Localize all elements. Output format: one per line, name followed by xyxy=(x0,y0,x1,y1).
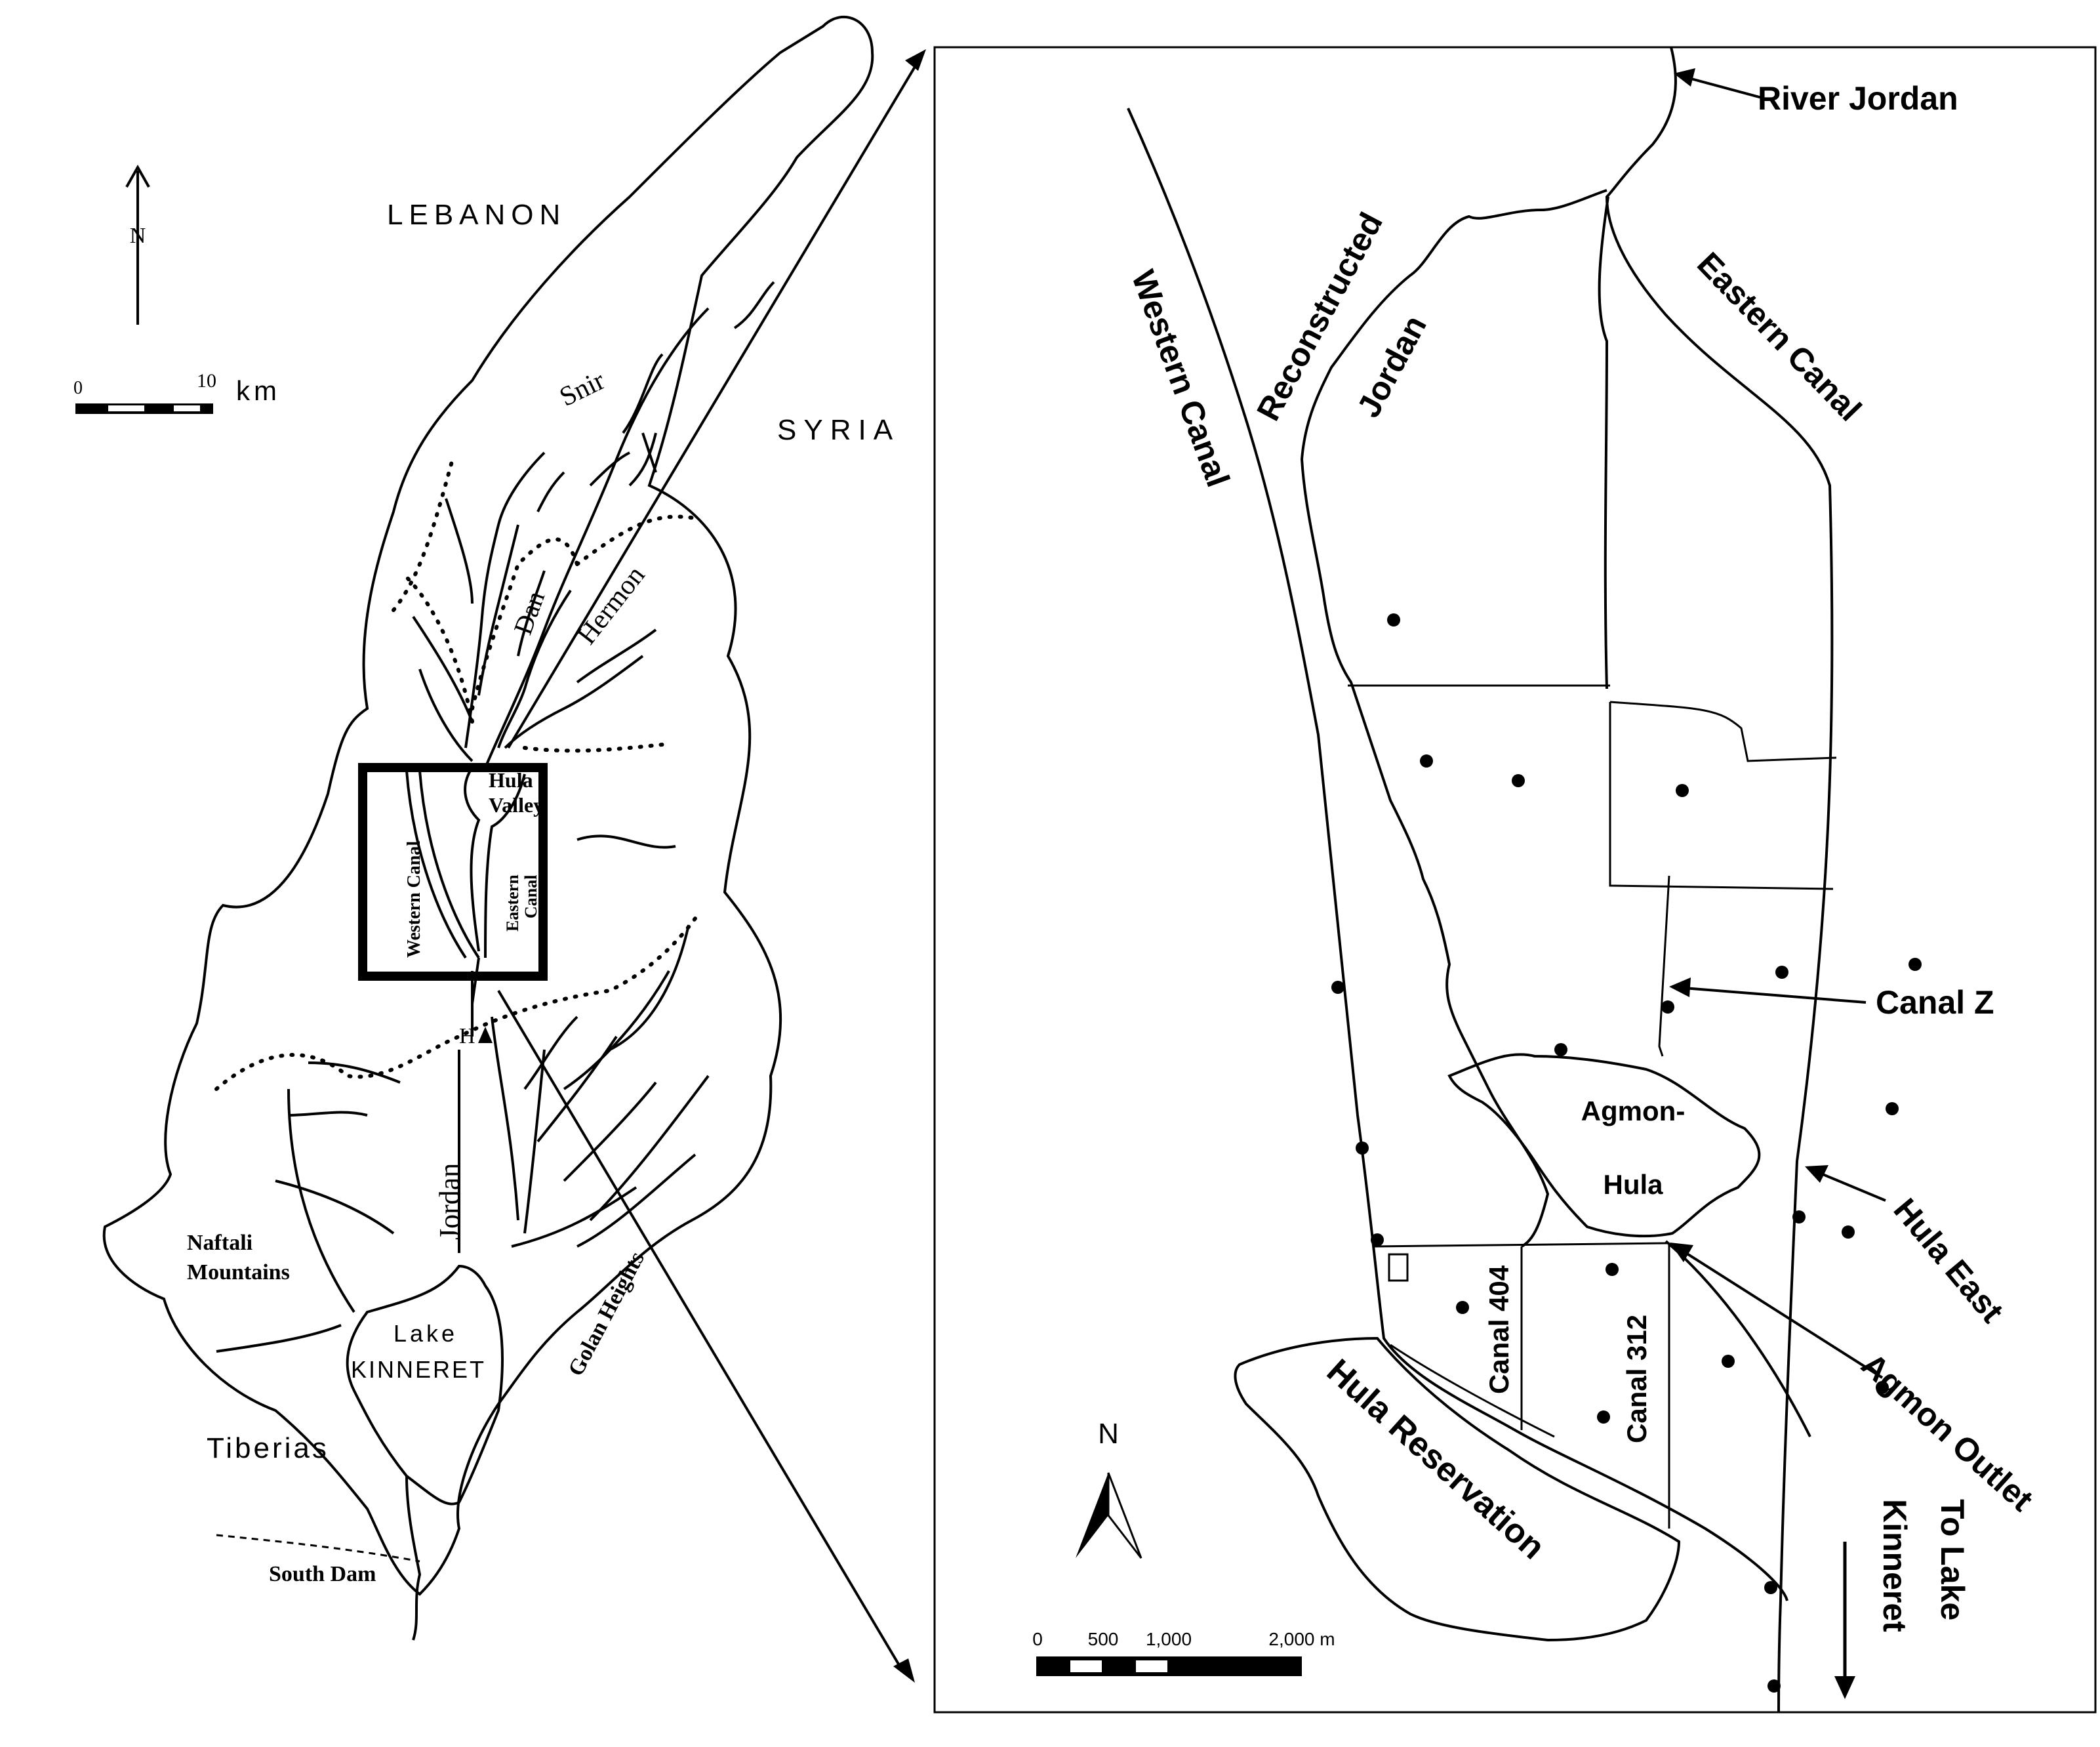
label-western-canal-overview: Western Canal xyxy=(404,841,424,958)
detail-scale-bar xyxy=(1036,1656,1302,1676)
detail-north-label: N xyxy=(1098,1418,1119,1450)
label-lebanon: LEBANON xyxy=(387,199,566,231)
label-lake: Lake xyxy=(394,1320,458,1347)
label-eastern-canal: Eastern Canal xyxy=(1690,245,1868,428)
detail-map-frame xyxy=(933,46,2097,1714)
detail-scale-1000: 1,000 xyxy=(1146,1629,1192,1649)
reconstructed-jordan-channel xyxy=(1300,189,1607,1248)
label-agmon-1: Agmon- xyxy=(1581,1096,1686,1126)
overview-scale-end: 10 xyxy=(197,370,216,392)
label-eastern-canal-2: Canal xyxy=(521,875,540,918)
overview-scale-bar xyxy=(75,403,213,414)
label-western-canal: Western Canal xyxy=(1125,266,1237,492)
gauge-label: H xyxy=(459,1024,475,1048)
detail-scale-500: 500 xyxy=(1088,1629,1119,1649)
callout-arrows xyxy=(1669,68,1886,1699)
label-hula-valley-2: Valley xyxy=(489,793,544,817)
overview-scale-unit: km xyxy=(236,375,281,406)
label-river-jordan: River Jordan xyxy=(1758,80,1958,117)
western-canal-line xyxy=(1127,108,1788,1601)
detail-scale-2000: 2,000 m xyxy=(1268,1629,1335,1649)
agmon-lake-shape xyxy=(1447,1053,1761,1238)
jordan-river-lower xyxy=(405,1475,422,1641)
watershed-boundary xyxy=(102,15,874,1596)
label-tiberias: Tiberias xyxy=(207,1432,329,1464)
south-dam-line xyxy=(216,1534,420,1563)
lake-kinneret-shape xyxy=(346,1264,504,1506)
label-eastern-canal-1: Eastern xyxy=(503,874,522,932)
detail-map: N 0 500 1,000 2,000 m River Jordan Recon… xyxy=(933,46,2097,1714)
station-box-icon xyxy=(1388,1253,1409,1282)
detail-scale-0: 0 xyxy=(1032,1629,1043,1649)
overview-north-label: N xyxy=(130,224,146,248)
label-to-lake: To Lake xyxy=(1934,1499,1971,1620)
hula-canals xyxy=(405,766,526,1004)
label-naftali-1: Naftali xyxy=(187,1231,252,1255)
detail-north-arrow-icon xyxy=(1076,1472,1142,1559)
label-naftali-2: Mountains xyxy=(187,1260,290,1285)
label-kinneret-detail: Kinneret xyxy=(1876,1499,1913,1632)
river-jordan-channel xyxy=(1605,47,1834,1713)
canal-z-line xyxy=(1598,196,1609,689)
canal-grid-south xyxy=(1373,1242,1670,1529)
stream-network xyxy=(216,281,775,1353)
label-canal-404: Canal 404 xyxy=(1484,1265,1514,1394)
gauge-marker-icon xyxy=(478,1027,493,1043)
label-jordan-overview: Jordan xyxy=(434,1163,466,1240)
label-kinneret: KINNERET xyxy=(351,1356,486,1383)
label-hula-valley-1: Hula xyxy=(489,768,533,792)
sampling-points xyxy=(1331,613,1922,1693)
label-syria: SYRIA xyxy=(777,414,900,446)
inset-connectors xyxy=(497,49,926,1683)
label-canal-z: Canal Z xyxy=(1876,984,1994,1021)
label-snir: Snir xyxy=(555,365,609,413)
agmon-outlet-channel xyxy=(1665,1240,1811,1437)
hula-reservation-outline xyxy=(1234,1336,1681,1642)
inset-frame xyxy=(358,763,548,981)
label-agmon-outlet: Agmon Outlet xyxy=(1855,1346,2040,1519)
overview-map: N 0 10 km xyxy=(73,15,926,1683)
label-hula-east: Hula East xyxy=(1887,1191,2011,1330)
north-arrow-icon xyxy=(125,164,150,325)
label-south-dam: South Dam xyxy=(269,1562,376,1586)
label-canal-312: Canal 312 xyxy=(1621,1315,1652,1443)
label-agmon-2: Hula xyxy=(1603,1169,1663,1200)
overview-scale-start: 0 xyxy=(73,378,83,398)
